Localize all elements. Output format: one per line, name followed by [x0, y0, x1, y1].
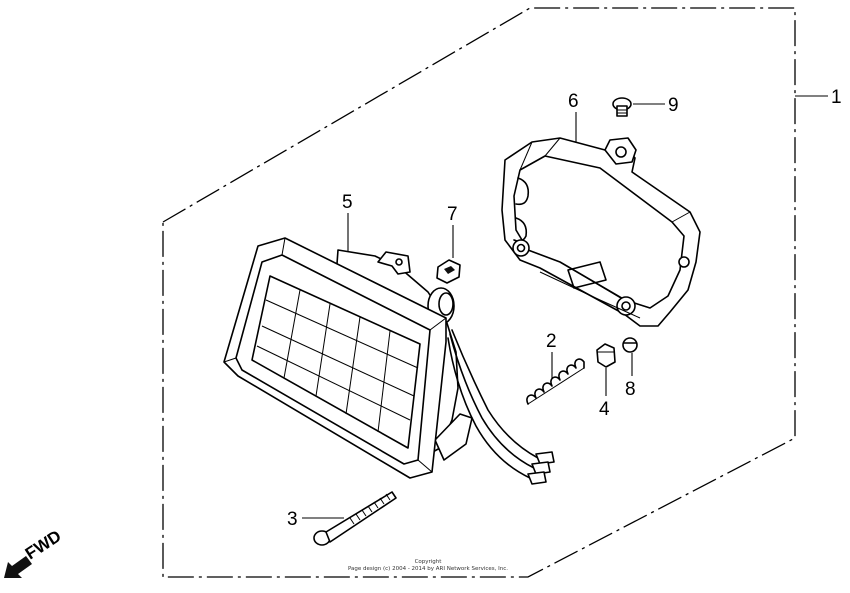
headlight-wires — [447, 329, 555, 485]
cap-nut[interactable] — [622, 337, 638, 353]
copyright-line2: Page design (c) 2004 - 2014 by ARI Netwo… — [348, 566, 508, 572]
headlight-case[interactable] — [501, 137, 701, 327]
clip-nut[interactable] — [436, 259, 461, 284]
bolt[interactable] — [313, 491, 397, 546]
callout-7: 7 — [447, 204, 458, 225]
fwd-arrow-icon — [4, 556, 32, 578]
callout-8: 8 — [625, 379, 636, 400]
callout-4: 4 — [599, 399, 610, 420]
copyright-line1: Copyright — [415, 559, 443, 565]
screw[interactable] — [612, 97, 632, 117]
spring[interactable] — [526, 358, 585, 405]
callout-3: 3 — [287, 509, 298, 530]
fwd-label: FWD — [22, 526, 65, 563]
callout-2: 2 — [546, 331, 557, 352]
headlight-unit[interactable] — [223, 237, 473, 479]
nut[interactable] — [596, 343, 616, 368]
callout-6: 6 — [568, 91, 579, 112]
callout-9: 9 — [668, 95, 679, 116]
callout-1: 1 — [831, 87, 842, 108]
callout-5: 5 — [342, 192, 353, 213]
